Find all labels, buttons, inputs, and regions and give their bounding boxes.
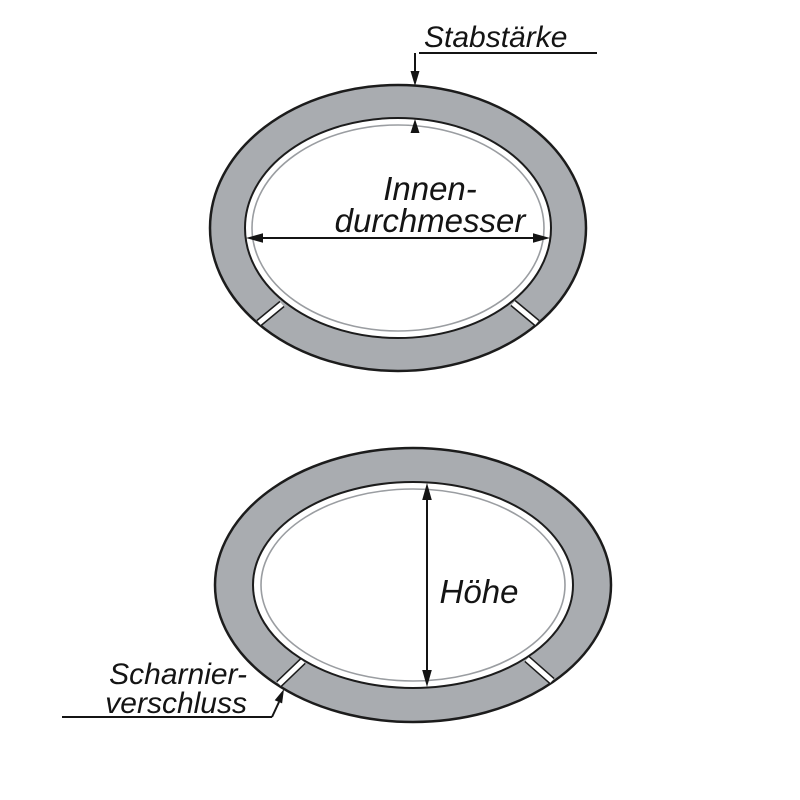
bottom-ring-right-seam — [524, 655, 555, 685]
bar-thickness-label: Stabstärke — [424, 21, 567, 54]
height-arrowhead-bottom — [422, 670, 432, 687]
bar-thickness-arrowhead — [410, 71, 420, 86]
bottom-ring-inner-line — [260, 488, 566, 682]
top-ring: Stabstärke Innen- durchmesser — [208, 21, 597, 373]
bar-thickness-inner-arrowhead — [410, 119, 420, 133]
inner-diameter-label-line2: durchmesser — [335, 202, 528, 239]
top-ring-inner-edge — [244, 117, 552, 339]
top-ring-right-seam — [510, 299, 540, 327]
bottom-ring: Höhe Scharnier- verschluss — [62, 446, 613, 724]
hinge-closure-label-line2: verschluss — [105, 687, 247, 720]
inner-diameter-dimension: Innen- durchmesser — [246, 170, 550, 243]
inner-diameter-arrowhead-right — [533, 233, 550, 243]
hinge-closure-callout: Scharnier- verschluss — [62, 658, 284, 720]
hinge-closure-arrow-line — [271, 701, 280, 718]
bottom-ring-inner-edge — [252, 481, 574, 689]
hinge-closure-label-line1: Scharnier- — [109, 658, 247, 691]
top-ring-left-seam — [256, 300, 285, 327]
hinge-closure-arrowhead — [274, 689, 284, 704]
inner-diameter-arrowhead-left — [246, 233, 263, 243]
inner-diameter-label-line1: Innen- — [383, 170, 477, 207]
bottom-ring-left-seam — [276, 658, 306, 687]
top-ring-inner-line — [251, 124, 545, 332]
bar-thickness-callout: Stabstärke — [410, 21, 597, 86]
height-dimension: Höhe — [422, 483, 518, 687]
height-label: Höhe — [440, 573, 519, 610]
height-arrowhead-top — [422, 483, 432, 500]
